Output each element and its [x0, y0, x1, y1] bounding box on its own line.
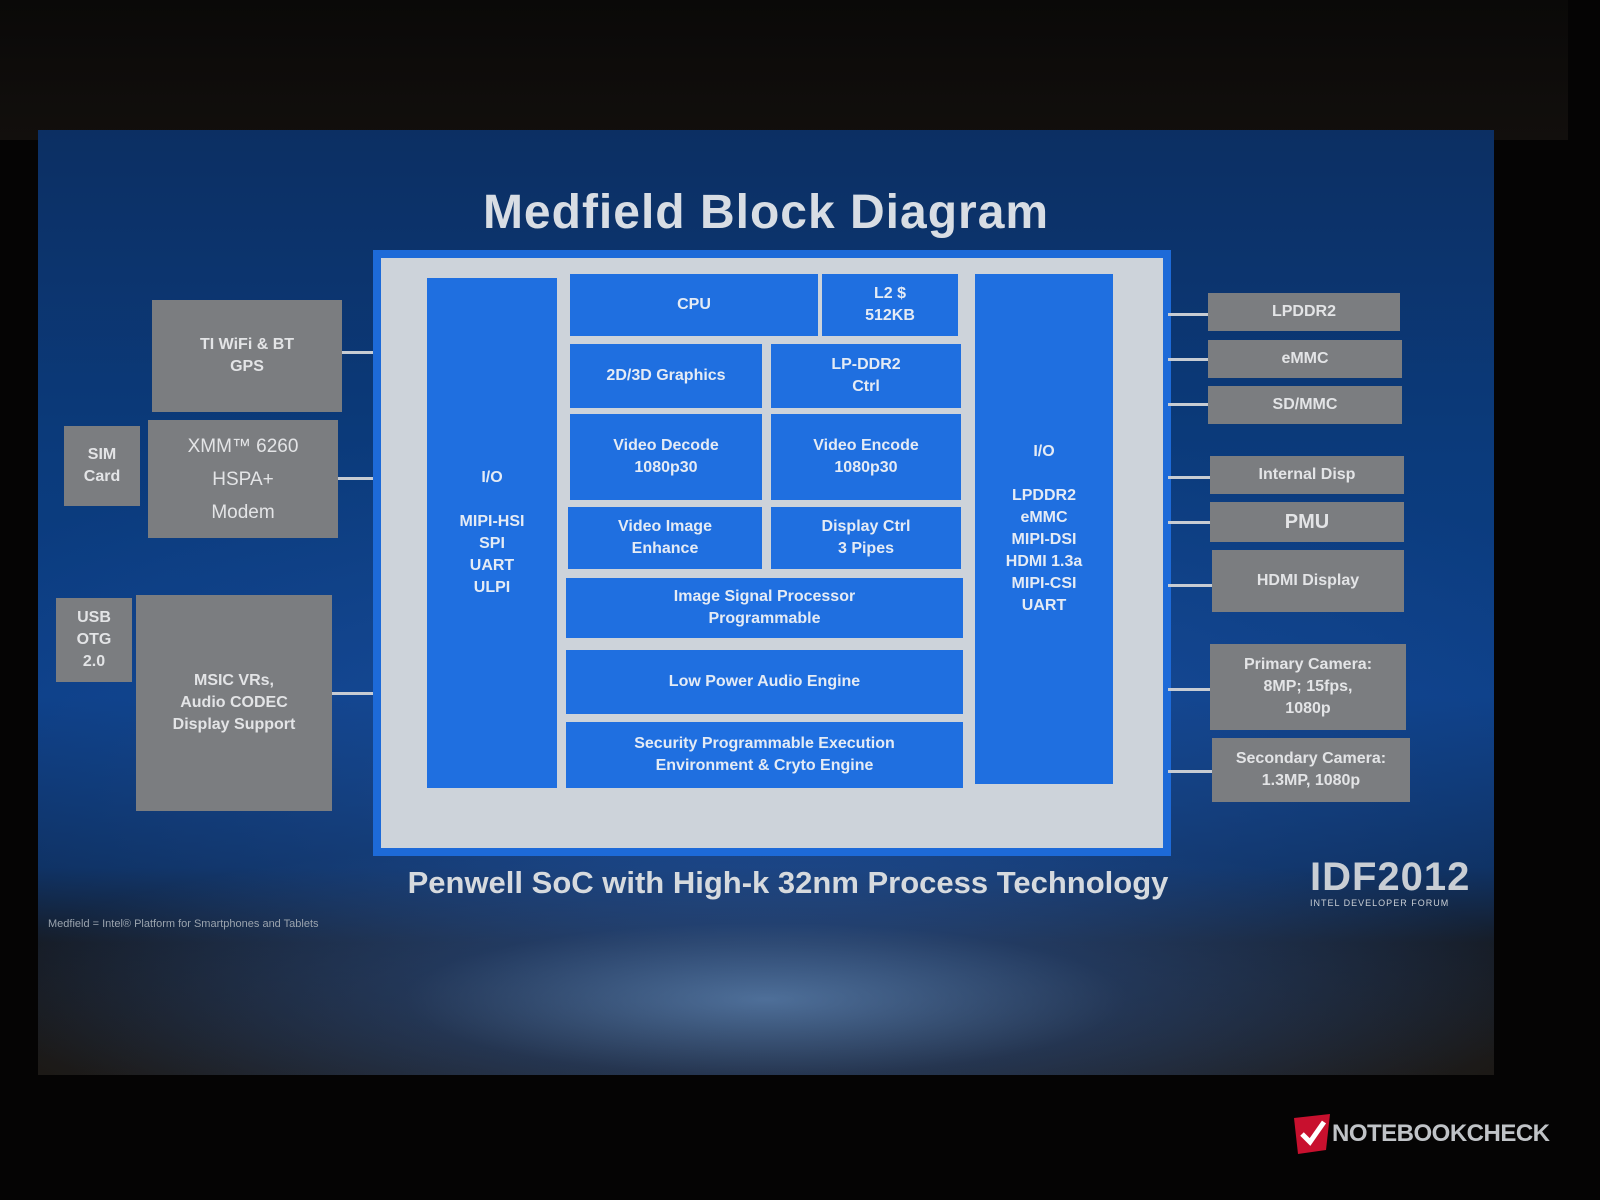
idf-logo: IDF2012 INTEL DEVELOPER FORUM	[1310, 855, 1470, 908]
sdmmc-connector	[1168, 403, 1210, 406]
audio-engine-block: Low Power Audio Engine	[566, 650, 963, 714]
usb-otg-block: USB OTG 2.0	[56, 598, 132, 682]
lpddr2-ctrl-block: LP-DDR2 Ctrl	[771, 344, 961, 408]
hdmi-connector	[1168, 584, 1212, 587]
slide-title: Medfield Block Diagram	[482, 186, 1050, 239]
video-encode-block: Video Encode 1080p30	[771, 414, 961, 500]
watermark-text: NOTEBOOKCHECK	[1332, 1120, 1550, 1147]
penwell-soc: I/O MIPI-HSI SPI UART ULPI CPU L2 $ 512K…	[373, 250, 1171, 856]
notebookcheck-watermark: NOTEBOOKCHECK	[1290, 1110, 1560, 1158]
primary-camera-connector	[1168, 688, 1212, 691]
isp-block: Image Signal Processor Programmable	[566, 578, 963, 638]
io-left-block: I/O MIPI-HSI SPI UART ULPI	[427, 278, 557, 788]
internal-disp-block: Internal Disp	[1210, 456, 1404, 494]
security-engine-block: Security Programmable Execution Environm…	[566, 722, 963, 788]
secondary-camera-connector	[1168, 770, 1212, 773]
display-ctrl-block: Display Ctrl 3 Pipes	[771, 507, 961, 569]
video-decode-block: Video Decode 1080p30	[570, 414, 762, 500]
io-right-block: I/O LPDDR2 eMMC MIPI-DSI HDMI 1.3a MIPI-…	[975, 274, 1113, 784]
slide-subtitle: Penwell SoC with High-k 32nm Process Tec…	[407, 865, 1169, 900]
primary-camera-block: Primary Camera: 8MP; 15fps, 1080p	[1210, 644, 1406, 730]
hdmi-display-block: HDMI Display	[1212, 550, 1404, 612]
internal-disp-connector	[1168, 476, 1212, 479]
secondary-camera-block: Secondary Camera: 1.3MP, 1080p	[1212, 738, 1410, 802]
projector-screen: Medfield Block Diagram TI WiFi & BT GPS …	[38, 130, 1494, 1075]
wifi-bt-gps-block: TI WiFi & BT GPS	[152, 300, 342, 412]
modem-block: XMM™ 6260 HSPA+ Modem	[148, 420, 338, 538]
graphics-block: 2D/3D Graphics	[570, 344, 762, 408]
msic-block: MSIC VRs, Audio CODEC Display Support	[136, 595, 332, 811]
wifi-connector	[342, 351, 384, 354]
video-enhance-block: Video Image Enhance	[568, 507, 762, 569]
pmu-block: PMU	[1210, 502, 1404, 542]
idf-logo-subtext: INTEL DEVELOPER FORUM	[1310, 898, 1450, 908]
modem-connector	[338, 477, 384, 480]
idf-logo-text: IDF2012	[1310, 855, 1471, 899]
slide-footnote: Medfield = Intel® Platform for Smartphon…	[48, 918, 319, 930]
sim-card-block: SIM Card	[64, 426, 140, 506]
lpddr2-connector	[1168, 313, 1210, 316]
msic-connector	[332, 692, 378, 695]
pmu-connector	[1168, 521, 1212, 524]
checkmark-icon	[1294, 1114, 1330, 1154]
l2-cache-block: L2 $ 512KB	[822, 274, 958, 336]
emmc-block: eMMC	[1208, 340, 1402, 378]
soc-interconnect: I/O MIPI-HSI SPI UART ULPI CPU L2 $ 512K…	[381, 258, 1163, 848]
sdmmc-block: SD/MMC	[1208, 386, 1402, 424]
cpu-block: CPU	[570, 274, 818, 336]
room-background	[0, 0, 1568, 140]
lpddr2-block: LPDDR2	[1208, 293, 1400, 331]
emmc-connector	[1168, 358, 1210, 361]
